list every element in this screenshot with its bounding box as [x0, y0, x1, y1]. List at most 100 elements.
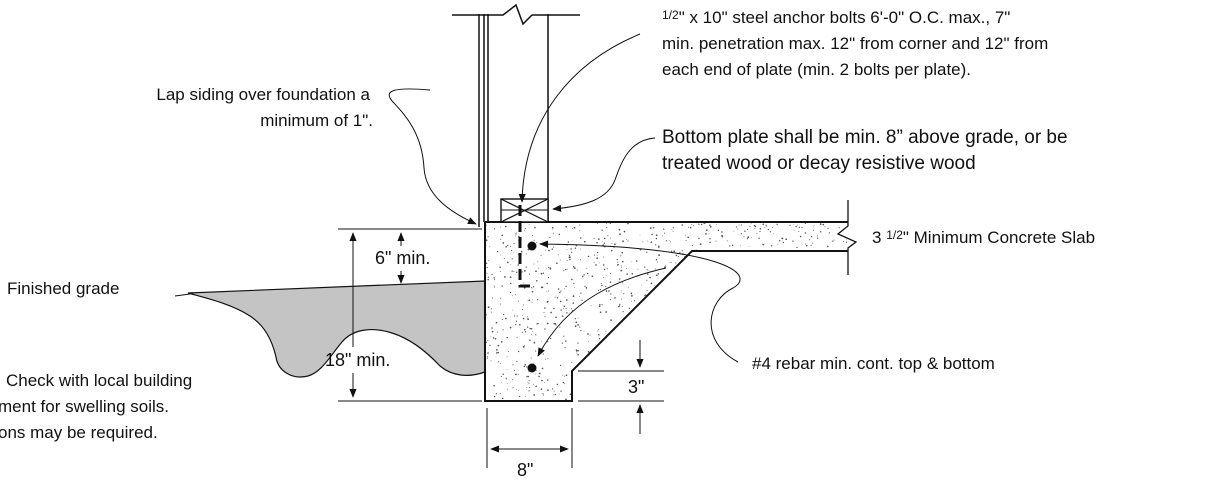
concrete-speck	[622, 311, 624, 313]
concrete-speck	[582, 275, 584, 278]
concrete-speck	[547, 290, 549, 292]
concrete-speck	[828, 373, 830, 375]
concrete-speck	[790, 270, 791, 272]
concrete-speck	[527, 375, 530, 378]
concrete-speck	[843, 373, 846, 375]
concrete-speck	[797, 296, 800, 299]
concrete-speck	[748, 315, 750, 317]
concrete-speck	[559, 300, 562, 303]
concrete-speck	[547, 341, 549, 343]
concrete-speck	[596, 375, 598, 377]
concrete-speck	[500, 238, 502, 240]
concrete-speck	[743, 236, 745, 238]
concrete-speck	[643, 315, 646, 317]
concrete-speck	[772, 333, 774, 335]
concrete-speck	[526, 366, 528, 368]
concrete-speck	[497, 361, 499, 363]
concrete-speck	[526, 316, 528, 318]
concrete-speck	[833, 256, 836, 259]
concrete-speck	[583, 240, 586, 243]
concrete-speck	[577, 388, 580, 391]
rebar-bottom	[527, 363, 537, 373]
concrete-speck	[805, 338, 807, 340]
concrete-speck	[517, 235, 520, 238]
concrete-speck	[691, 244, 693, 247]
concrete-speck	[662, 342, 664, 344]
concrete-speck	[776, 294, 778, 296]
concrete-speck	[772, 320, 774, 322]
concrete-speck	[663, 228, 665, 230]
concrete-speck	[779, 278, 781, 279]
concrete-speck	[839, 261, 841, 263]
concrete-speck	[583, 234, 585, 236]
concrete-speck	[782, 241, 785, 244]
concrete-speck	[596, 251, 599, 254]
concrete-speck	[810, 259, 812, 262]
concrete-speck	[599, 288, 602, 291]
concrete-speck	[769, 278, 772, 280]
concrete-speck	[729, 345, 731, 347]
concrete-speck	[609, 281, 612, 284]
concrete-speck	[709, 238, 711, 240]
concrete-speck	[652, 227, 655, 229]
concrete-speck	[751, 373, 754, 376]
concrete-speck	[704, 306, 706, 307]
concrete-speck	[560, 364, 562, 366]
concrete-speck	[687, 236, 690, 239]
concrete-speck	[646, 240, 648, 242]
concrete-speck	[740, 224, 742, 226]
concrete-speck	[684, 390, 686, 392]
leader-finished-grade	[174, 293, 191, 297]
concrete-speck	[575, 377, 578, 380]
concrete-speck	[799, 342, 801, 344]
concrete-speck	[499, 271, 501, 273]
concrete-speck	[706, 293, 708, 294]
concrete-speck	[698, 323, 701, 325]
concrete-speck	[669, 262, 670, 263]
concrete-speck	[806, 269, 807, 271]
concrete-speck	[605, 311, 608, 313]
concrete-speck	[730, 305, 733, 308]
concrete-speck	[487, 356, 489, 358]
concrete-speck	[813, 225, 815, 227]
concrete-speck	[625, 343, 627, 345]
concrete-speck	[801, 277, 803, 279]
concrete-speck	[609, 388, 611, 390]
concrete-speck	[742, 313, 744, 315]
concrete-speck	[576, 352, 578, 354]
concrete-speck	[559, 326, 561, 328]
concrete-speck	[512, 364, 514, 366]
concrete-speck	[762, 244, 765, 246]
concrete-speck	[753, 325, 755, 327]
concrete-speck	[796, 326, 799, 329]
concrete-speck	[619, 385, 621, 387]
concrete-speck	[506, 356, 508, 358]
concrete-speck	[547, 247, 549, 249]
concrete-speck	[722, 275, 724, 278]
concrete-speck	[513, 271, 515, 273]
concrete-speck	[829, 315, 832, 317]
concrete-speck	[674, 341, 676, 344]
concrete-speck	[493, 285, 495, 287]
concrete-speck	[536, 299, 539, 301]
concrete-speck	[560, 390, 562, 392]
concrete-speck	[599, 354, 601, 355]
stud-wall	[452, 3, 580, 227]
concrete-speck	[542, 353, 544, 355]
concrete-speck	[501, 285, 503, 287]
concrete-speck	[690, 350, 692, 353]
concrete-speck	[665, 335, 667, 337]
concrete-speck	[661, 378, 664, 381]
concrete-speck	[541, 379, 543, 382]
concrete-speck	[768, 396, 770, 398]
concrete-speck	[759, 339, 761, 342]
concrete-speck	[577, 342, 579, 344]
concrete-speck	[499, 362, 501, 364]
concrete-speck	[569, 393, 572, 395]
concrete-speck	[829, 283, 832, 286]
concrete-speck	[531, 299, 533, 301]
concrete-speck	[586, 268, 588, 270]
concrete-speck	[656, 337, 658, 339]
concrete-speck	[501, 397, 504, 400]
concrete-speck	[733, 230, 735, 232]
